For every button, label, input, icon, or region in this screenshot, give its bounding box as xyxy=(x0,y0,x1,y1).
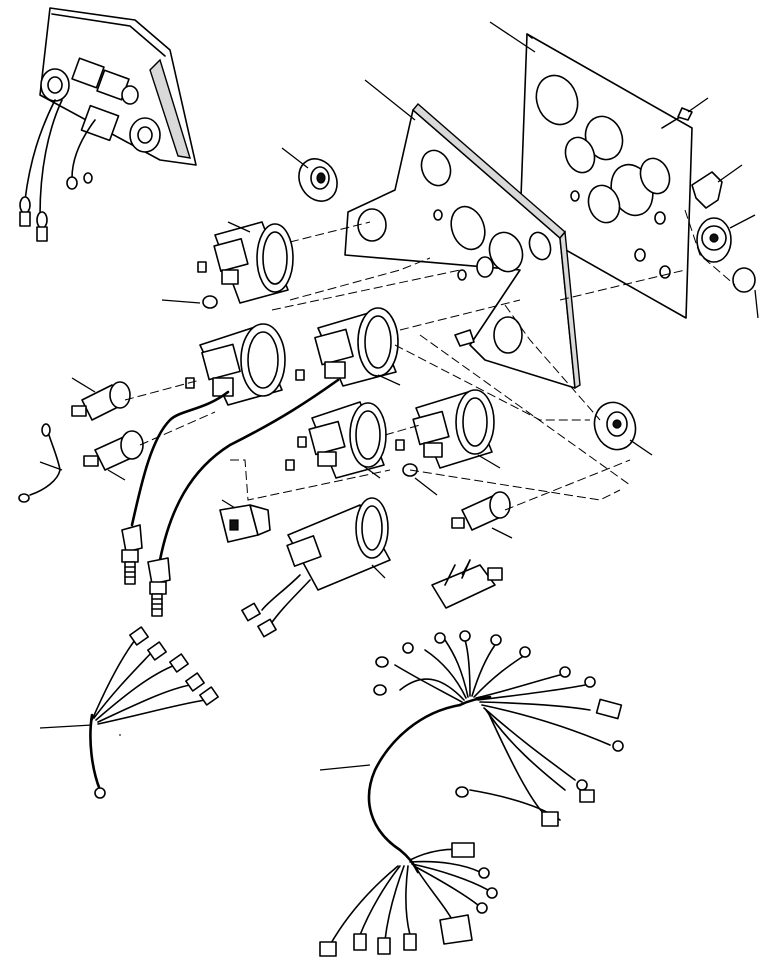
circuit-breaker xyxy=(431,559,503,609)
ground-wire xyxy=(18,423,63,503)
assembled-panel-inset xyxy=(19,7,197,242)
elbow-fitting xyxy=(691,164,743,209)
mounting-bushing xyxy=(696,214,756,263)
indicator-light-right xyxy=(451,491,513,539)
cap xyxy=(732,267,759,319)
gauge-right xyxy=(314,307,401,387)
main-wiring-harness xyxy=(319,630,624,957)
gauge-left xyxy=(199,323,286,406)
gauge-right-lower xyxy=(412,389,501,469)
gauge-center xyxy=(308,401,387,479)
rubber-grommet xyxy=(281,147,338,202)
indicator-light-lower xyxy=(83,430,144,481)
rocker-switch xyxy=(219,499,271,543)
indicator-light-upper xyxy=(71,377,131,421)
temperature-sender-cable-left xyxy=(121,390,230,585)
screw xyxy=(661,97,709,129)
mounting-bracket xyxy=(344,79,581,390)
pressure-gauge-right xyxy=(593,401,653,456)
temperature-sender-cable-right xyxy=(147,378,340,617)
hour-meter xyxy=(241,497,391,638)
assembly-dashed-lines xyxy=(124,209,736,511)
gauge-top xyxy=(213,221,294,304)
small-wiring-harness xyxy=(39,626,219,799)
